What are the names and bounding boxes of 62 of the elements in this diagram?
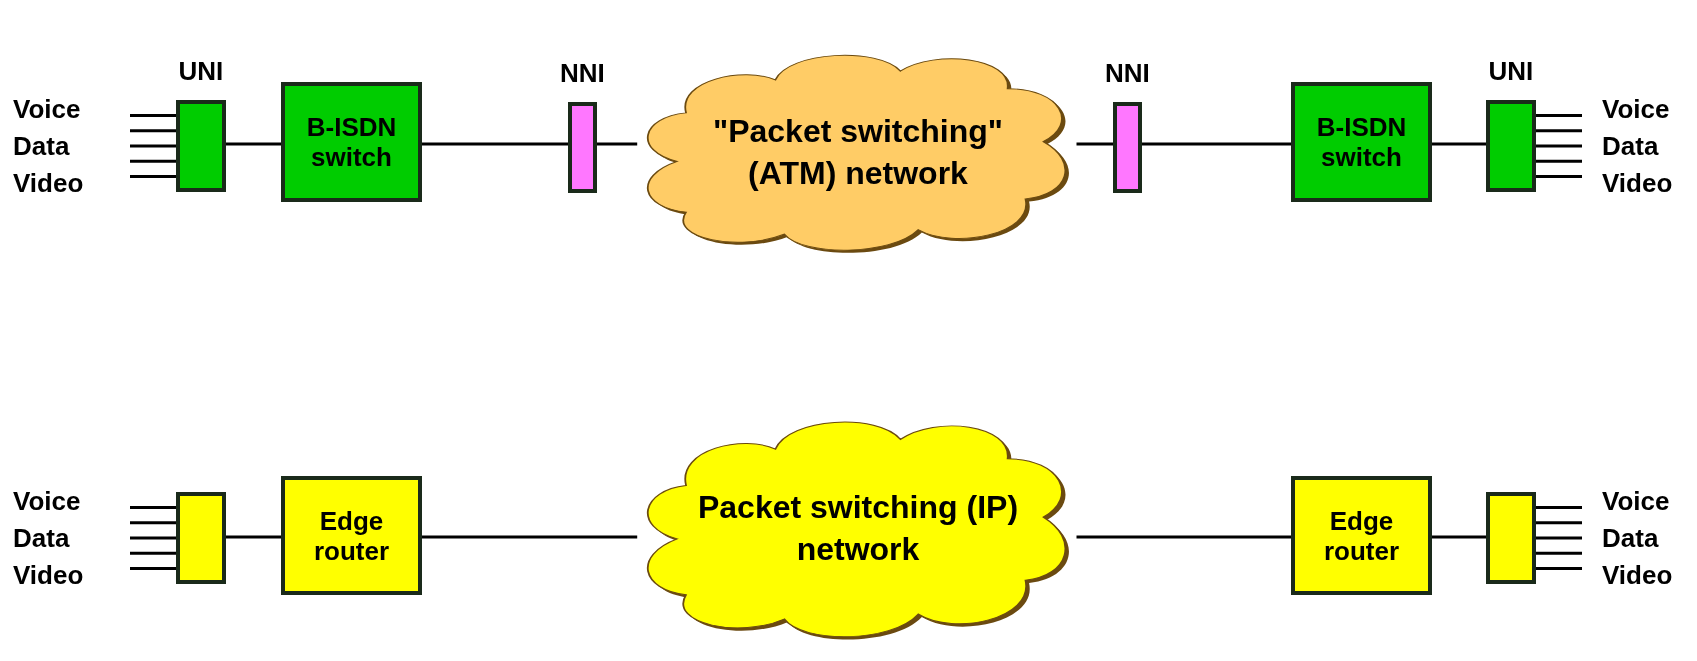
input-line	[130, 174, 176, 178]
input-line	[130, 566, 176, 570]
connector-line	[1076, 142, 1113, 146]
interface-bar	[568, 102, 597, 193]
interface-box	[176, 492, 226, 584]
box-label: B-ISDN switch	[1315, 112, 1408, 172]
connector-line	[1076, 535, 1291, 539]
input-line	[1536, 129, 1582, 133]
network-label: Packet switching (IP) network	[696, 488, 1020, 569]
switch-box	[1291, 82, 1432, 202]
box-label: Edge router	[1322, 505, 1401, 566]
input-line	[1536, 566, 1582, 570]
input-line	[130, 144, 176, 148]
connector-line	[226, 535, 281, 539]
input-line	[1536, 521, 1582, 525]
interface-box	[1486, 100, 1536, 192]
input-line	[1536, 159, 1582, 163]
signal-label: Video	[1602, 168, 1673, 198]
input-line	[130, 521, 176, 525]
switch-box	[281, 82, 422, 202]
signal-label: Video	[13, 168, 84, 198]
interface-bar	[1113, 102, 1142, 193]
router-box	[1291, 476, 1432, 595]
input-line	[1536, 114, 1582, 118]
signal-label: Video	[13, 560, 84, 590]
signal-label: Video	[1602, 560, 1673, 590]
connector-line	[422, 535, 638, 539]
router-box	[281, 476, 422, 595]
signal-label: Voice	[13, 486, 81, 516]
signal-label: Voice	[13, 94, 81, 124]
input-line	[1536, 174, 1582, 178]
input-line	[1536, 536, 1582, 540]
connector-line	[226, 142, 281, 146]
input-line	[130, 159, 176, 163]
interface-label: NNI	[1105, 58, 1150, 88]
interface-box	[176, 100, 226, 192]
input-line	[130, 114, 176, 118]
input-line	[130, 506, 176, 510]
signal-label: Voice	[1602, 486, 1670, 516]
input-line	[1536, 144, 1582, 148]
input-line	[1536, 506, 1582, 510]
signal-label: Data	[1602, 523, 1659, 553]
connector-line	[597, 142, 638, 146]
input-line	[130, 551, 176, 555]
connector-line	[1432, 535, 1486, 539]
signal-label: Voice	[1602, 94, 1670, 124]
box-label: B-ISDN switch	[305, 112, 398, 172]
input-line	[130, 536, 176, 540]
signal-label: Data	[13, 131, 70, 161]
connector-line	[1432, 142, 1486, 146]
input-line	[130, 129, 176, 133]
interface-label: NNI	[560, 58, 605, 88]
interface-label: UNI	[1488, 56, 1534, 86]
signal-label: Data	[1602, 131, 1659, 161]
interface-label: UNI	[178, 56, 224, 86]
box-label: Edge router	[312, 505, 391, 566]
input-line	[1536, 551, 1582, 555]
connector-line	[422, 142, 568, 146]
network-label: "Packet switching" (ATM) network	[712, 111, 1004, 193]
signal-label: Data	[13, 523, 70, 553]
interface-box	[1486, 492, 1536, 584]
connector-line	[1142, 142, 1291, 146]
